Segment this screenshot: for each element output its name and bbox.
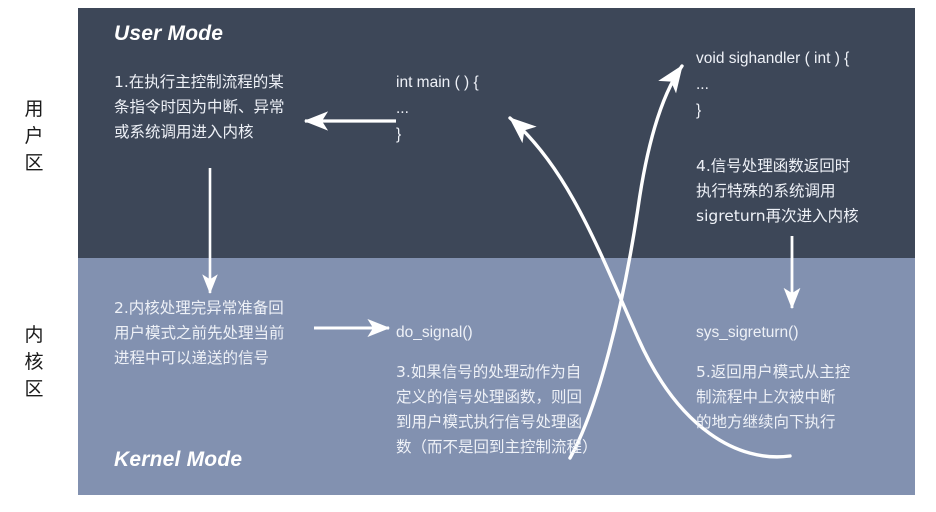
side-label-kernel-char-1: 内: [24, 324, 44, 346]
side-label-user-char-3: 区: [24, 152, 44, 174]
step-4-text: 4.信号处理函数返回时 执行特殊的系统调用 sigreturn再次进入内核: [696, 157, 859, 225]
step-2-text: 2.内核处理完异常准备回 用户模式之前先处理当前 进程中可以递送的信号: [114, 299, 285, 367]
side-label-kernel-char-2: 核: [24, 351, 44, 373]
code-block-sighandler: void sighandler ( int ) { ... }: [696, 50, 850, 119]
arrow-do-signal-to-sighandler: [568, 64, 684, 460]
user-mode-band: [78, 8, 915, 258]
side-label-kernel-char-3: 区: [24, 378, 44, 400]
user-mode-title: User Mode: [114, 22, 224, 45]
label-do-signal: do_signal(): [396, 324, 473, 341]
step-3-text: 3.如果信号的处理动作为自 定义的信号处理函数，则回 到用户模式执行信号处理函 …: [396, 363, 598, 456]
step-5-text: 5.返回用户模式从主控 制流程中上次被中断 的地方继续向下执行: [696, 363, 851, 431]
kernel-mode-title: Kernel Mode: [114, 448, 243, 471]
side-label-user-area: 用 户 区: [14, 96, 54, 177]
code-block-main: int main ( ) { ... }: [396, 74, 479, 143]
side-label-kernel-area: 内 核 区: [14, 322, 54, 403]
side-label-user-char-1: 用: [24, 98, 44, 120]
step-1-text: 1.在执行主控制流程的某 条指令时因为中断、异常 或系统调用进入内核: [114, 73, 285, 141]
arrow-sys-sigreturn-to-main: [508, 116, 792, 459]
label-sys-sigreturn: sys_sigreturn(): [696, 324, 799, 341]
arrows-layer: [202, 64, 801, 460]
signal-flow-diagram-panel: User Mode Kernel Mode 1.在执行主控制流程的某 条指令时因…: [78, 8, 915, 495]
side-label-user-char-2: 户: [24, 125, 44, 147]
